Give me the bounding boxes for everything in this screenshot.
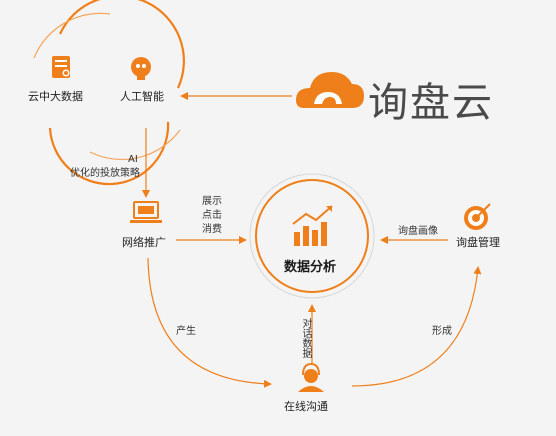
target-icon [464,203,491,230]
node-network-promo: 网络推广 [122,236,166,249]
database-icon [52,56,70,78]
edge-label-produce: 产生 [176,326,196,337]
edge-label-ai: AI [128,154,138,165]
node-inquiry-mgmt: 询盘管理 [456,236,500,249]
ai-bigdata-cluster [33,0,185,186]
ai-circle-outer-arc [59,0,185,89]
edge-label-consume: 消费 [202,224,222,235]
brand-cloud-logo [296,72,364,108]
edge-label-inquiry-profile: 询盘画像 [398,226,438,237]
edge-comm-to-inquiry [351,266,482,387]
edge-promo-to-comm [147,257,272,388]
ai-circle-inner-arc-2 [89,129,181,161]
headset-icon [298,362,324,392]
node-data-analysis: 数据分析 [284,260,337,275]
brand-name: 询盘云 [368,80,494,126]
bar-chart-icon [292,205,333,246]
ai-circle-inner-arc [33,12,111,59]
node-ai: 人工智能 [120,90,164,103]
edge-label-dialog-data: 对话数据 [300,318,311,358]
data-analysis-hub [249,173,375,299]
edge-label-display: 展示 [202,196,222,207]
edge-label-click: 点击 [202,210,222,221]
node-online-comm: 在线沟通 [284,400,328,413]
network-promo-icon [130,201,162,223]
edge-label-strategy: 优化的投放策略 [70,168,140,179]
ai-head-icon [131,57,151,80]
edge-label-form: 形成 [432,326,452,337]
ai-circle-outer-arc-bottom [48,121,170,186]
node-cloud-big-data: 云中大数据 [28,90,83,103]
